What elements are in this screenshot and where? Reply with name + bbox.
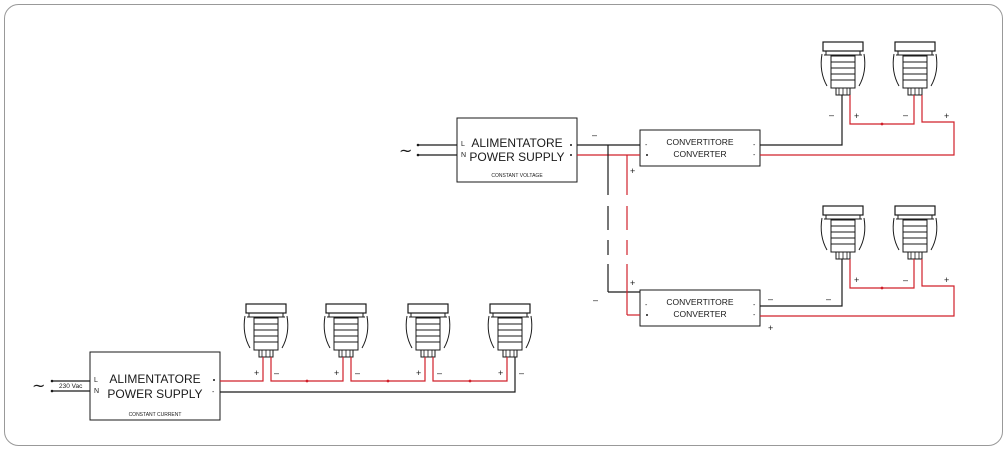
input-voltage-label: 230 Vac bbox=[59, 383, 83, 390]
svg-text:+: + bbox=[334, 368, 339, 378]
psu-constant-current: ALIMENTATORE POWER SUPPLY CONSTANT CURRE… bbox=[89, 351, 221, 421]
svg-text:-: - bbox=[753, 142, 756, 149]
svg-text:–: – bbox=[592, 130, 597, 140]
psu-constant-voltage: ALIMENTATORE POWER SUPPLY CONSTANT VOLTA… bbox=[456, 117, 578, 183]
svg-text:–: – bbox=[768, 294, 773, 304]
psu-cc-pin-n: N bbox=[94, 388, 99, 395]
converter-top: CONVERTITORE CONVERTER - - - bbox=[639, 129, 761, 167]
svg-text:+: + bbox=[944, 275, 949, 285]
svg-text:-: - bbox=[212, 389, 215, 396]
svg-text:–: – bbox=[829, 110, 834, 120]
diagram-frame bbox=[4, 4, 1003, 446]
svg-text:+: + bbox=[498, 368, 503, 378]
svg-text:–: – bbox=[355, 368, 360, 378]
svg-text:+: + bbox=[944, 111, 949, 121]
converter-bottom-line2: CONVERTER bbox=[673, 309, 726, 319]
svg-text:–: – bbox=[903, 110, 908, 120]
recessed-spotlight-icon bbox=[820, 41, 866, 96]
psu-cc-title-line1: ALIMENTATORE bbox=[109, 372, 200, 386]
converter-bottom: CONVERTITORE CONVERTER - - - bbox=[639, 289, 761, 327]
psu-cv-title-line1: ALIMENTATORE bbox=[471, 136, 562, 150]
svg-text:+: + bbox=[254, 368, 259, 378]
svg-text:–: – bbox=[437, 368, 442, 378]
converter-bottom-line1: CONVERTITORE bbox=[666, 297, 734, 307]
svg-text:+: + bbox=[416, 368, 421, 378]
svg-text:–: – bbox=[826, 294, 831, 304]
psu-cv-pin-n: N bbox=[461, 152, 466, 159]
svg-text:–: – bbox=[593, 295, 598, 305]
mains-cc-icon: ~ bbox=[32, 376, 45, 395]
recessed-spotlight-icon bbox=[820, 205, 866, 260]
mains-cv-icon: ~ bbox=[399, 141, 412, 160]
svg-text:-: - bbox=[645, 142, 648, 149]
svg-text:–: – bbox=[519, 368, 524, 378]
psu-cc-pin-l: L bbox=[94, 377, 98, 384]
svg-text:+: + bbox=[630, 278, 635, 288]
psu-cv-subtitle: CONSTANT VOLTAGE bbox=[491, 173, 543, 179]
svg-text:-: - bbox=[645, 302, 648, 309]
svg-text:-: - bbox=[753, 312, 756, 319]
svg-text:–: – bbox=[903, 275, 908, 285]
psu-cv-title-line2: POWER SUPPLY bbox=[469, 150, 564, 164]
converter-top-line1: CONVERTITORE bbox=[666, 137, 734, 147]
psu-cc-title-line2: POWER SUPPLY bbox=[107, 387, 202, 401]
svg-text:-: - bbox=[753, 302, 756, 309]
psu-cc-subtitle: CONSTANT CURRENT bbox=[129, 412, 182, 418]
recessed-spotlight-icon bbox=[892, 205, 938, 260]
svg-text:+: + bbox=[630, 166, 635, 176]
svg-text:-: - bbox=[753, 152, 756, 159]
svg-text:+: + bbox=[768, 323, 773, 333]
converter-top-line2: CONVERTER bbox=[673, 149, 726, 159]
svg-text:–: – bbox=[274, 368, 279, 378]
recessed-spotlight-icon bbox=[487, 303, 533, 358]
recessed-spotlight-icon bbox=[243, 303, 289, 358]
svg-text:+: + bbox=[854, 111, 859, 121]
svg-text:+: + bbox=[854, 275, 859, 285]
psu-cv-pin-l: L bbox=[461, 141, 465, 148]
recessed-spotlight-icon bbox=[405, 303, 451, 358]
recessed-spotlight-icon bbox=[892, 41, 938, 96]
recessed-spotlight-icon bbox=[323, 303, 369, 358]
